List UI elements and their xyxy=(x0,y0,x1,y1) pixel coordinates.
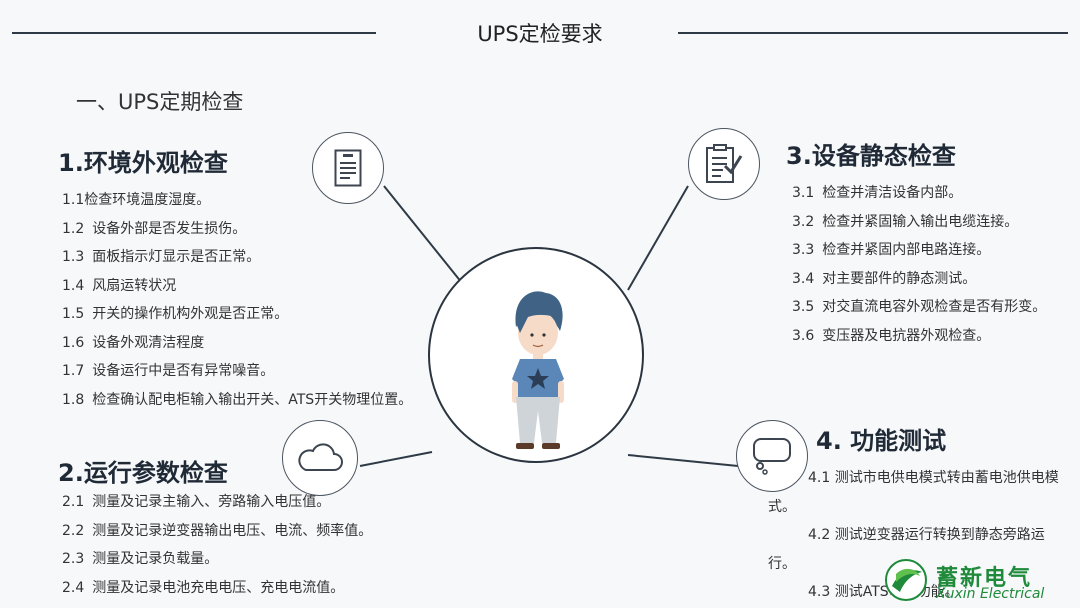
list-item: 1.1检查环境温度湿度。 xyxy=(62,192,211,208)
section-func-item-1: 4.1 测试市电供电模式转由蓄电池供电模式。 xyxy=(768,470,1059,515)
logo-subtitle: Xuxin Electrical xyxy=(936,586,1045,602)
document-icon xyxy=(334,149,362,187)
document-icon-circle xyxy=(312,132,384,204)
chat-bubble-icon xyxy=(753,438,791,475)
header-line-right xyxy=(678,32,1068,34)
center-circle xyxy=(428,247,644,463)
cloud-icon xyxy=(298,443,343,471)
section-func-heading: 4. 功能测试 xyxy=(816,427,947,455)
page-subtitle: 一、UPS定期检查 xyxy=(76,90,244,114)
chat-bubble-icon-circle xyxy=(736,420,808,492)
checklist-icon xyxy=(706,144,743,183)
section-run-heading: 2.运行参数检查 xyxy=(58,459,228,487)
logo-mark-icon xyxy=(885,559,927,601)
company-logo: 蓄新电气 Xuxin Electrical xyxy=(880,556,1076,606)
logo-name: 蓄新电气 xyxy=(936,566,1033,591)
section-static-heading: 3.设备静态检查 xyxy=(786,142,956,170)
header-line-left xyxy=(12,32,376,34)
cloud-icon-circle xyxy=(282,420,358,496)
section-env-heading: 1.环境外观检查 xyxy=(58,149,228,177)
person-figure xyxy=(512,291,564,449)
checklist-icon-circle xyxy=(688,128,760,200)
page-title: UPS定检要求 xyxy=(477,22,603,46)
section-func-item-2: 4.2 测试逆变器运行转换到静态旁路运行。 xyxy=(768,527,1045,572)
